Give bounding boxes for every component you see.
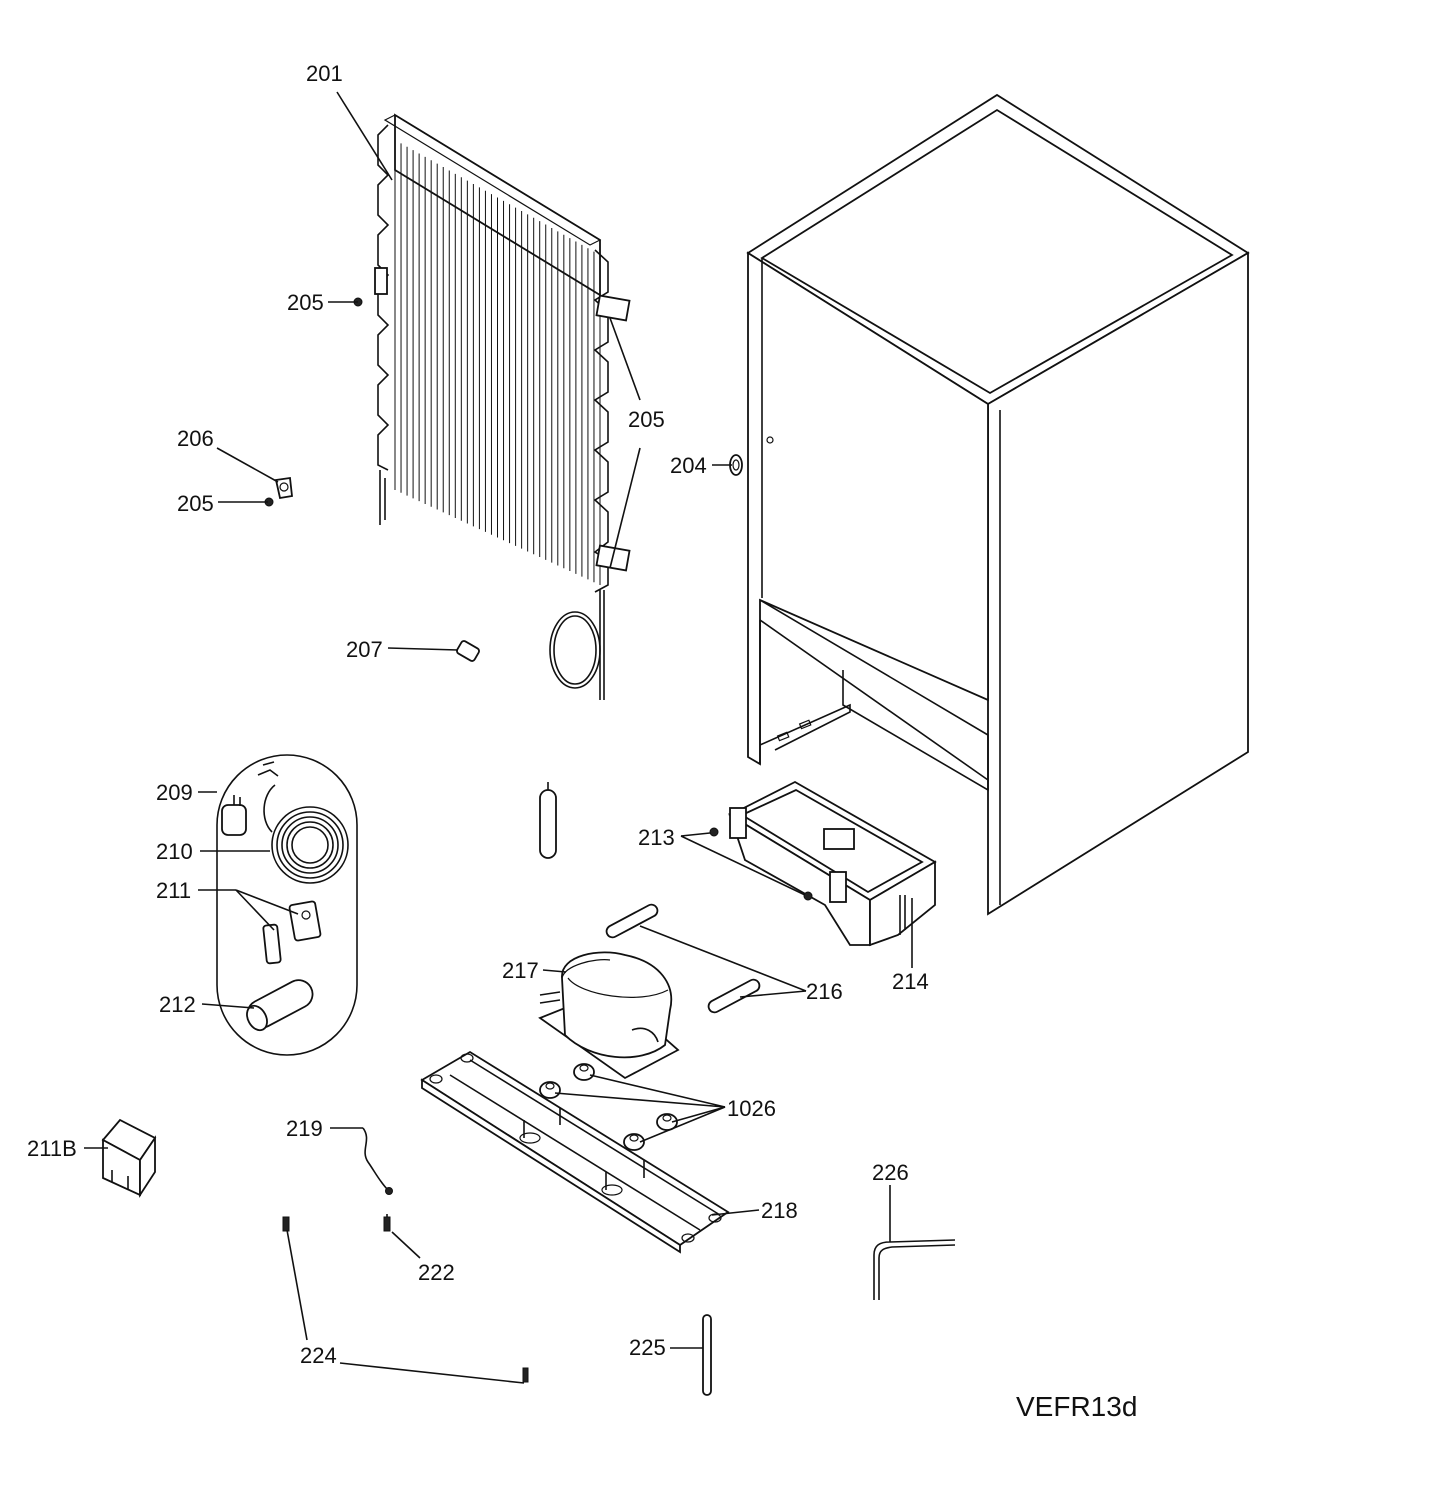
part-211b-relay-cover xyxy=(101,1118,157,1199)
part-211-relay xyxy=(262,900,322,965)
part-219-ground-wire xyxy=(362,1127,393,1195)
callout-216: 216 xyxy=(806,979,843,1004)
callout-224: 224 xyxy=(300,1343,337,1368)
part-201-condenser xyxy=(374,113,631,700)
callout-222: 222 xyxy=(418,1260,455,1285)
callout-207: 207 xyxy=(346,637,383,662)
part-213-screw xyxy=(709,827,813,901)
part-218-base-plate xyxy=(420,1050,730,1254)
cord-group-outline xyxy=(216,754,358,1056)
cabinet-body xyxy=(746,93,1250,916)
callout-211: 211 xyxy=(156,878,191,903)
callout-210: 210 xyxy=(156,839,193,864)
callout-226: 226 xyxy=(872,1160,909,1185)
small-fasteners xyxy=(264,297,480,662)
callout-225: 225 xyxy=(629,1335,666,1360)
callout-201: 201 xyxy=(306,61,343,86)
leader-lines xyxy=(84,91,913,1384)
callout-205-lower-left: 205 xyxy=(177,491,214,516)
callout-212: 212 xyxy=(159,992,196,1017)
callout-205-right: 205 xyxy=(628,407,665,432)
callout-219: 219 xyxy=(286,1116,323,1141)
callout-211b: 211B xyxy=(27,1136,77,1161)
callout-217: 217 xyxy=(502,958,539,983)
part-1026-grommets xyxy=(539,1063,678,1151)
callout-205-upper-left: 205 xyxy=(287,290,324,315)
part-210-power-cord xyxy=(221,761,349,884)
callout-1026: 1026 xyxy=(727,1096,776,1121)
part-216-clips xyxy=(605,903,761,1014)
part-217-compressor xyxy=(538,951,680,1080)
filter-drier xyxy=(539,782,557,859)
part-222-224-screws xyxy=(282,1214,529,1383)
part-214-drip-tray xyxy=(728,780,937,947)
callout-214: 214 xyxy=(892,969,929,994)
callout-204: 204 xyxy=(670,453,707,478)
callout-209: 209 xyxy=(156,780,193,805)
callout-218: 218 xyxy=(761,1198,798,1223)
callout-213: 213 xyxy=(638,825,675,850)
callout-206: 206 xyxy=(177,426,214,451)
part-225-tube xyxy=(702,1314,712,1396)
callout-labels: 201 205 205 206 205 204 207 209 210 211 … xyxy=(27,61,1137,1422)
part-212-capacitor xyxy=(246,979,314,1032)
model-code: VEFR13d xyxy=(1016,1391,1137,1422)
